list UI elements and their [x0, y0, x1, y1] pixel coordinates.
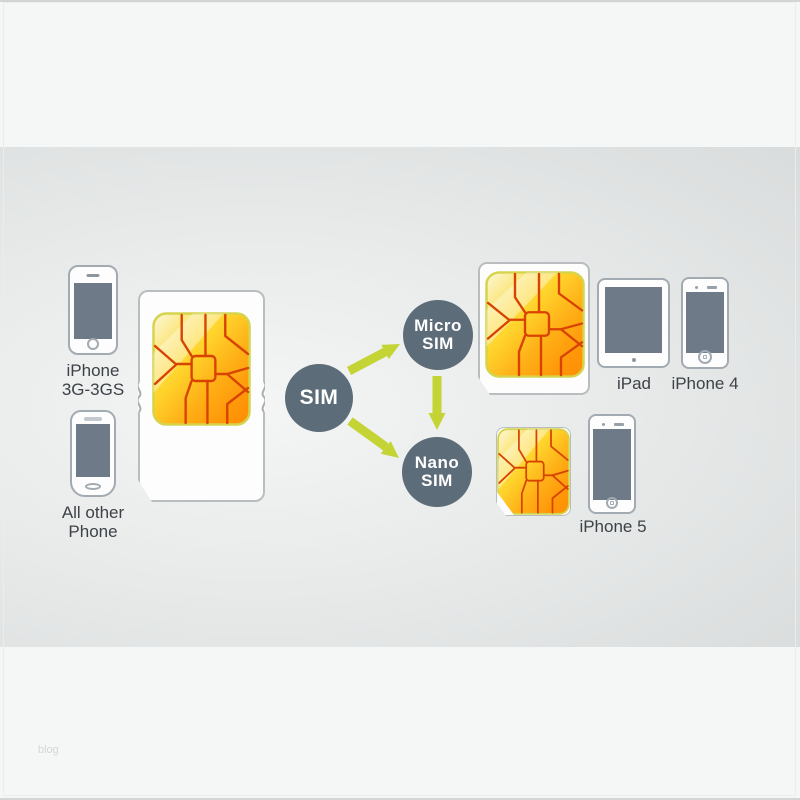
iphone-5-label: iPhone 5	[579, 517, 647, 536]
sim-node: SIM	[285, 364, 353, 432]
sim-chip-icon	[485, 271, 585, 378]
phone-screen	[76, 424, 110, 477]
micro-sim-node: Micro SIM	[403, 300, 473, 370]
phone-screen	[686, 292, 724, 353]
diagram-band	[0, 147, 800, 647]
micro-node-line1: Micro	[414, 316, 462, 335]
bottom-edge-line	[0, 798, 800, 800]
sim-node-label: SIM	[299, 386, 339, 409]
iphone-3g-label-line1: iPhone	[66, 361, 120, 380]
speaker-bar-icon	[84, 417, 102, 421]
all-other-label-line1: All other	[61, 503, 125, 522]
iphone-5-illustration	[588, 414, 636, 514]
home-button-icon	[87, 338, 99, 350]
iphone-4-label: iPhone 4	[671, 374, 739, 393]
earpiece-icon	[86, 274, 100, 277]
camera-dot-icon	[695, 286, 698, 289]
other-phone-illustration	[70, 410, 116, 497]
phone-screen	[74, 283, 112, 339]
micro-sim-card	[478, 262, 590, 395]
standard-sim-card	[138, 290, 265, 502]
home-button-icon	[698, 350, 712, 364]
ipad-illustration	[597, 278, 670, 368]
nav-button-icon	[85, 483, 101, 490]
iphone-4-illustration	[681, 277, 729, 369]
home-button-icon	[606, 497, 618, 509]
watermark-text: blog	[38, 744, 59, 756]
sim-chip-icon	[497, 428, 570, 515]
iphone-3g-label-line2: 3G-3GS	[61, 380, 125, 399]
all-other-label-line2: Phone	[68, 522, 118, 541]
camera-dot-icon	[602, 423, 605, 426]
earpiece-icon	[614, 423, 624, 426]
home-dot-icon	[631, 358, 636, 362]
nano-sim-card	[496, 427, 571, 516]
earpiece-icon	[707, 286, 717, 289]
micro-node-line2: SIM	[422, 334, 454, 353]
nano-node-line2: SIM	[421, 471, 453, 490]
sim-chip-icon	[152, 312, 251, 426]
nano-node-line1: Nano	[414, 453, 460, 472]
phone-screen	[593, 429, 631, 500]
top-edge-line	[0, 0, 800, 2]
nano-sim-node: Nano SIM	[402, 437, 472, 507]
tablet-screen	[605, 287, 662, 353]
iphone-3g-illustration	[68, 265, 118, 355]
all-other-phone-label: All other Phone	[33, 503, 153, 541]
iphone-3g-label: iPhone 3G-3GS	[33, 361, 153, 399]
ipad-label: iPad	[616, 374, 652, 393]
